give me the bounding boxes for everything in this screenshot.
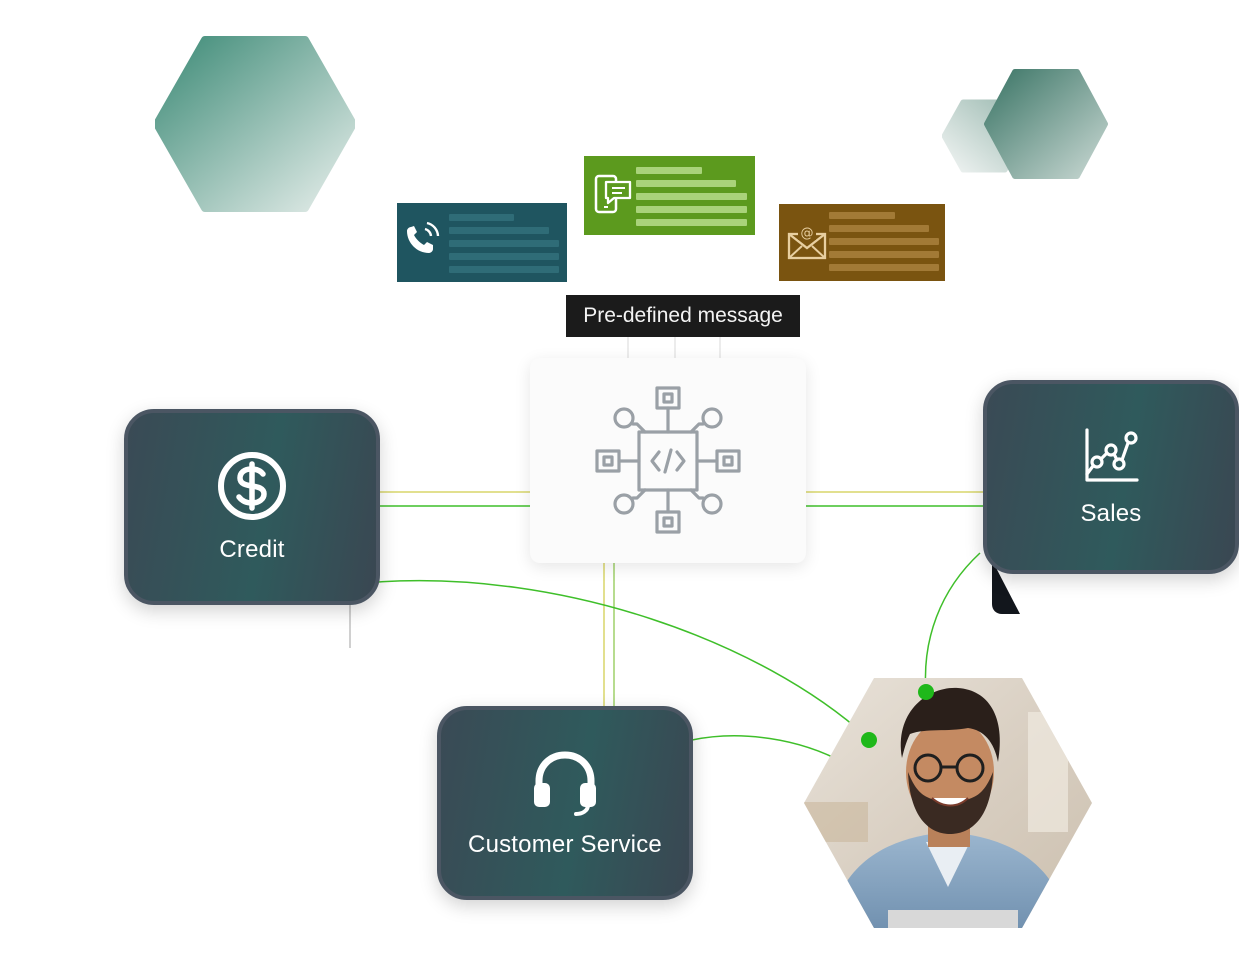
message-card-chat — [584, 156, 755, 235]
connector-sales-agent — [924, 552, 981, 693]
department-card-credit[interactable]: Credit — [124, 409, 380, 605]
message-line — [636, 180, 736, 187]
phone-call-icon — [407, 221, 440, 253]
message-line — [449, 240, 559, 247]
svg-text:@: @ — [801, 226, 814, 241]
connector-credit-agent — [377, 579, 869, 739]
message-line — [829, 225, 929, 232]
department-label-credit: Credit — [219, 536, 285, 563]
sales-callout-tail — [988, 560, 1022, 616]
department-card-customer-service[interactable]: Customer Service — [437, 706, 693, 900]
predefined-message-tooltip: Pre-defined message — [566, 295, 800, 337]
connector-service-agent — [691, 735, 847, 765]
message-card-email: @ — [779, 204, 945, 281]
code-chip-network-icon — [595, 385, 741, 534]
message-line — [636, 193, 747, 200]
message-line — [829, 212, 895, 219]
agent-avatar-photo — [804, 678, 1092, 928]
agent-photo-hexagon — [804, 678, 1092, 928]
mobile-chat-icon — [594, 174, 632, 214]
message-line — [449, 266, 559, 273]
line-chart-icon — [1085, 428, 1139, 482]
department-label-sales: Sales — [1080, 500, 1142, 527]
decorative-hexagon-left — [155, 36, 355, 212]
message-card-phone — [397, 203, 567, 282]
message-line — [829, 251, 939, 258]
message-line — [449, 253, 559, 260]
headset-icon — [534, 751, 596, 816]
message-line — [449, 227, 549, 234]
message-line — [636, 219, 747, 226]
decorative-hexagon-right-front — [984, 69, 1108, 179]
message-line — [829, 264, 939, 271]
integration-hub — [530, 358, 806, 563]
department-card-sales[interactable]: Sales — [983, 380, 1239, 574]
department-label-customer-service: Customer Service — [468, 831, 662, 858]
message-line — [449, 214, 514, 221]
email-envelope-icon: @ — [787, 224, 827, 260]
message-line — [829, 238, 939, 245]
dollar-circle-icon — [218, 452, 286, 520]
message-line — [636, 167, 702, 174]
message-line — [636, 206, 747, 213]
